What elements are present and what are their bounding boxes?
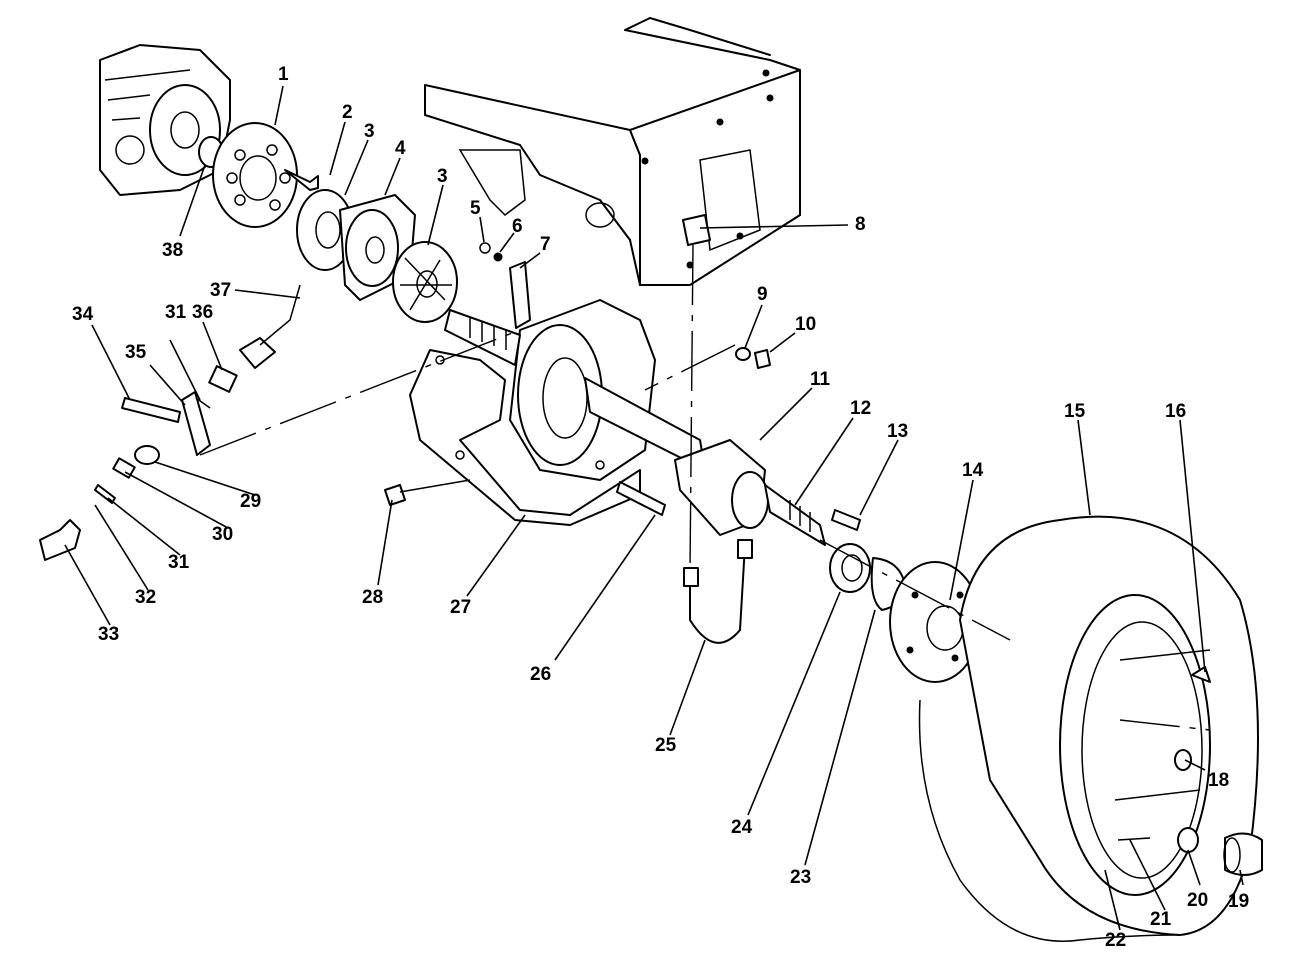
mounting-bracket	[409, 349, 641, 526]
callout-31a: 31	[165, 302, 187, 323]
callout-19: 19	[1228, 891, 1249, 912]
drive-plate	[212, 122, 319, 228]
callout-25: 25	[655, 735, 677, 756]
u-bolt	[683, 539, 753, 644]
callout-35: 35	[125, 342, 147, 363]
callout-36: 36	[192, 302, 213, 323]
callout-16: 16	[1165, 401, 1186, 422]
callout-34: 34	[72, 304, 94, 325]
callout-9: 9	[757, 284, 768, 305]
hub-assembly	[829, 543, 981, 683]
assembly-center-lines	[199, 244, 1211, 731]
callout-7: 7	[540, 234, 551, 255]
callout-20: 20	[1187, 890, 1208, 911]
callout-28: 28	[362, 587, 383, 608]
callout-38: 38	[162, 240, 183, 261]
callout-6: 6	[512, 216, 523, 237]
callout-14: 14	[962, 460, 984, 481]
transaxle	[444, 299, 826, 546]
callout-15: 15	[1064, 401, 1086, 422]
callout-21: 21	[1150, 909, 1172, 930]
engine-housing	[99, 44, 231, 196]
callout-11: 11	[810, 369, 831, 390]
callout-10: 10	[795, 314, 816, 335]
callout-2: 2	[342, 102, 353, 123]
callout-33: 33	[98, 624, 119, 645]
wheel-and-tire	[918, 515, 1263, 942]
callout-4: 4	[395, 138, 406, 159]
callout-24: 24	[731, 817, 753, 838]
callout-1: 1	[278, 64, 289, 85]
callout-labels: 1 2 3 3 4 5 6 7 8 9 10 11 12 13 14 15 16…	[72, 64, 1249, 951]
callout-18: 18	[1208, 770, 1229, 791]
callout-3b: 3	[437, 166, 448, 187]
callout-32: 32	[135, 587, 156, 608]
callout-12: 12	[850, 398, 871, 419]
callout-26: 26	[530, 664, 551, 685]
callout-leaders	[64, 85, 1244, 931]
callout-5: 5	[470, 198, 481, 219]
callout-22: 22	[1105, 930, 1126, 951]
callout-37: 37	[210, 280, 231, 301]
callout-8: 8	[855, 214, 866, 235]
coupling-assembly	[296, 189, 458, 323]
callout-30: 30	[212, 524, 233, 545]
callout-31b: 31	[168, 552, 190, 573]
callout-29: 29	[240, 491, 261, 512]
axle-hardware	[384, 214, 861, 531]
callout-3a: 3	[364, 121, 375, 142]
control-linkage	[39, 284, 301, 561]
callout-27: 27	[450, 597, 471, 618]
callout-13: 13	[887, 421, 908, 442]
callout-23: 23	[790, 867, 811, 888]
